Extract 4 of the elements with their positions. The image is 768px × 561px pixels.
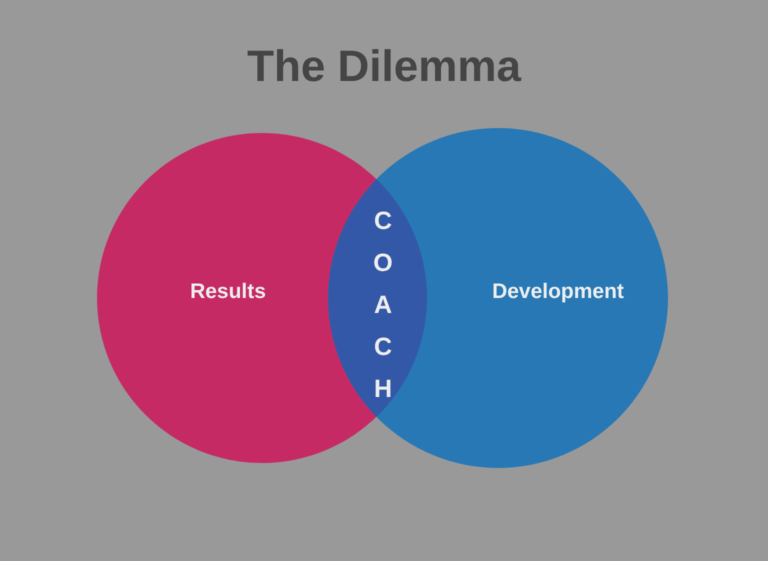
circle-label: Results <box>190 280 266 304</box>
vertical-label: COACH <box>372 206 394 405</box>
title: The Dilemma <box>246 42 522 92</box>
circle-label: Development <box>492 280 624 304</box>
